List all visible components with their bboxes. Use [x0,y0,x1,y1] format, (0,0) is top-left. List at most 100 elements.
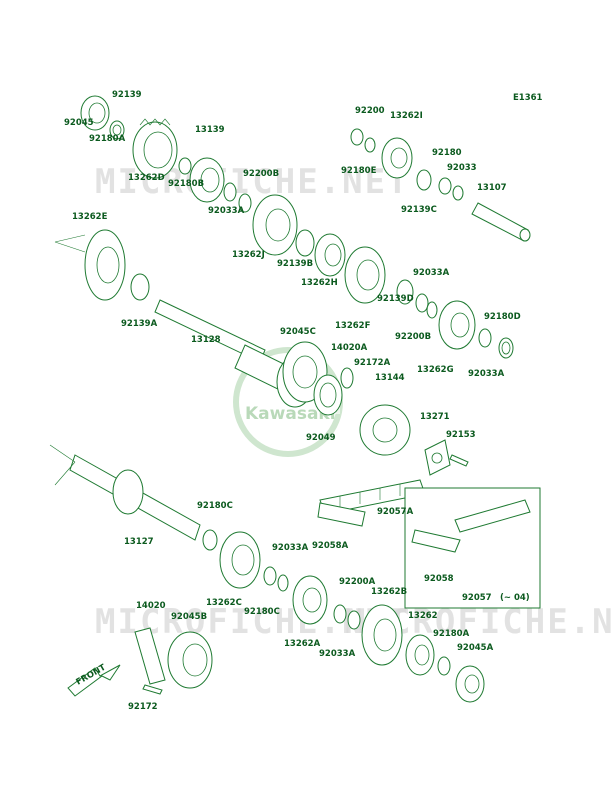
cover-13271 [424,439,451,476]
label-13271: 13271 [420,412,450,422]
label-13127: 13127 [124,537,154,547]
bushing-92139C [416,169,432,191]
washer-92180D [498,337,514,359]
washer-92180C-lower [277,574,289,592]
label-92057A: 92057A [377,507,414,517]
label-92033A-3: 92033A [468,369,505,379]
label-13262G: 13262G [417,365,454,375]
circlip-92033 [452,185,464,201]
plate-14020A [340,367,354,389]
gear-13262F [344,246,386,304]
circlip-92033A-lower [263,566,277,586]
plate-14020 [134,627,166,685]
label-13139: 13139 [195,125,225,135]
washer-92200A [347,610,361,630]
label-13262B: 13262B [371,587,407,597]
label-92200B-2: 92200B [395,332,431,342]
label-13128: 13128 [191,335,221,345]
label-92180A-2: 92180A [433,629,470,639]
label-92180C: 92180C [197,501,233,511]
gear-13262 [405,634,435,676]
bearing-92045 [80,95,110,131]
bolt-92172 [142,684,163,695]
label-92180E: 92180E [341,166,377,176]
diagram-id: E1361 [513,93,543,103]
shaft-13107 [471,202,531,242]
label-92180D: 92180D [484,312,521,322]
label-92045C: 92045C [280,327,316,337]
gear-13262H [314,233,346,277]
label-13262F: 13262F [335,321,371,331]
label-92033A-2: 92033A [413,268,450,278]
part-labels: 92139 92045 92180A 13139 13262D 92180B 9… [64,90,521,712]
gear-13262J [252,194,298,256]
washer-92180E [364,137,376,153]
label-92153: 92153 [446,430,476,440]
gear-13262B [361,604,403,666]
chain-inset-box [404,487,541,609]
circlip-92033A-bottom [333,604,347,624]
gear-13139 [189,157,225,203]
bolt-92153 [449,454,469,467]
label-13107: 13107 [477,183,507,193]
label-13262A: 13262A [284,639,321,649]
label-13262I: 13262I [390,111,423,121]
label-13262: 13262 [408,611,438,621]
label-13262H: 13262H [301,278,338,288]
gear-13262I [381,137,413,179]
gear-13262C [219,531,261,589]
label-92172A: 92172A [354,358,391,368]
label-92045: 92045 [64,118,94,128]
label-14020: 14020 [136,601,166,611]
label-92139B: 92139B [277,259,313,269]
bearing-92045A [455,665,485,703]
label-92033: 92033 [447,163,477,173]
label-92200B: 92200B [243,169,279,179]
circlip-92033A-right [478,328,492,348]
label-13262D: 13262D [128,173,165,183]
label-92200: 92200 [355,106,385,116]
label-92139A: 92139A [121,319,158,329]
washer-92200B [223,182,237,202]
label-92139D: 92139D [377,294,414,304]
gear-13262A [292,575,328,625]
label-92172: 92172 [128,702,158,712]
label-92045B: 92045B [171,612,207,622]
joint-92058A [317,502,366,527]
gear-13262E [54,229,126,301]
circlip-92033A-mid [426,301,438,319]
washer-92180B [178,157,192,175]
bushing-92139D [396,279,414,305]
countershaft-13127 [49,444,201,541]
label-13262E: 13262E [72,212,108,222]
washer-92180A-lower [437,656,451,676]
label-92049: 92049 [306,433,336,443]
sprocket-13144 [359,404,411,456]
label-92045A: 92045A [457,643,494,653]
label-13144: 13144 [375,373,405,383]
bearing-92045B [167,631,213,689]
gear-13262D [132,118,178,179]
gear-13262G [438,300,476,350]
washer-92180A [109,120,125,140]
washer-92180C [202,529,218,551]
label-92058A: 92058A [312,541,349,551]
label-92033A: 92033A [208,206,245,216]
label-92180: 92180 [432,148,462,158]
washer-92180 [438,177,452,195]
label-92200A: 92200A [339,577,376,587]
logo-text: Kawasaki [245,404,336,424]
label-92180B: 92180B [168,179,204,189]
label-92033A-4: 92033A [272,543,309,553]
label-92033A-5: 92033A [319,649,356,659]
label-13262C: 13262C [206,598,242,608]
circlip-92033A [238,193,252,213]
bushing-92139A [130,273,150,301]
oil-seal-92049 [313,374,343,416]
label-13262J: 13262J [232,250,265,260]
inset-note: (~ 04) [500,593,530,603]
washer-92200B-right [415,293,429,313]
label-92139: 92139 [112,90,142,100]
label-92058: 92058 [424,574,454,584]
